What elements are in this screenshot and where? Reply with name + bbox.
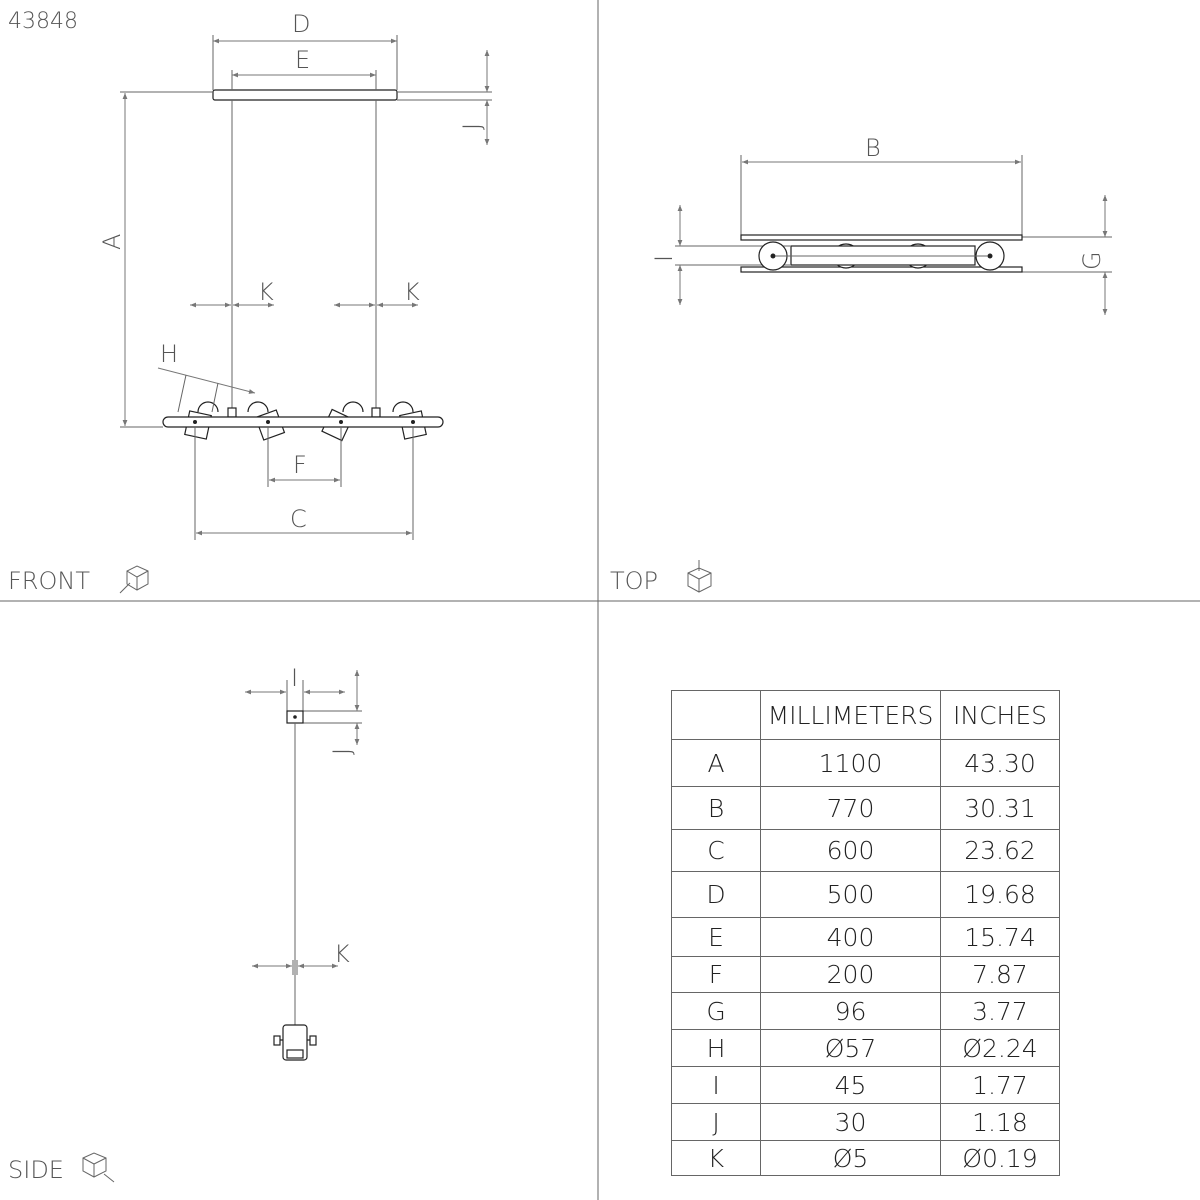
side-view: I J K xyxy=(245,664,362,1061)
dim-label-c: C xyxy=(290,505,307,533)
millimeters-value: 400 xyxy=(760,917,941,957)
millimeters-value: 500 xyxy=(760,871,941,918)
dimension-letter: F xyxy=(671,956,761,993)
dim-label-i-top: I xyxy=(650,255,678,262)
inches-value: 3.77 xyxy=(940,992,1060,1030)
header-millimeters: MILLIMETERS xyxy=(760,690,941,740)
dim-label-e: E xyxy=(295,46,310,74)
dimension-letter: K xyxy=(671,1140,761,1176)
dimension-letter: C xyxy=(671,829,761,872)
dim-label-f: F xyxy=(293,451,307,479)
dimension-letter: G xyxy=(671,992,761,1030)
dimension-letter: H xyxy=(671,1029,761,1067)
millimeters-value: 1100 xyxy=(760,739,941,787)
millimeters-value: 200 xyxy=(760,956,941,993)
header-inches: INCHES xyxy=(940,690,1060,740)
header-cell xyxy=(671,690,761,740)
dimension-letter: B xyxy=(671,786,761,830)
dim-label-h: H xyxy=(160,340,178,368)
dimension-letter: J xyxy=(671,1103,761,1141)
side-view-label: SIDE xyxy=(8,1156,64,1184)
top-view: B I G xyxy=(650,134,1112,315)
inches-value: 7.87 xyxy=(940,956,1060,993)
inches-value: 23.62 xyxy=(940,829,1060,872)
inches-value: 1.18 xyxy=(940,1103,1060,1141)
millimeters-value: Ø5 xyxy=(760,1140,941,1176)
front-view: D E A J K K H F C xyxy=(98,10,492,540)
dim-label-a: A xyxy=(98,234,126,250)
dimension-letter: I xyxy=(671,1066,761,1104)
dim-label-k-right: K xyxy=(404,278,420,306)
inches-value: 19.68 xyxy=(940,871,1060,918)
inches-value: 15.74 xyxy=(940,917,1060,957)
millimeters-value: 96 xyxy=(760,992,941,1030)
dim-label-j-side: J xyxy=(328,748,356,755)
inches-value: 43.30 xyxy=(940,739,1060,787)
dimension-letter: E xyxy=(671,917,761,957)
inches-value: Ø0.19 xyxy=(940,1140,1060,1176)
millimeters-value: Ø57 xyxy=(760,1029,941,1067)
dim-label-i-side: I xyxy=(291,664,298,692)
millimeters-value: 45 xyxy=(760,1066,941,1104)
dimension-letter: A xyxy=(671,739,761,787)
inches-value: Ø2.24 xyxy=(940,1029,1060,1067)
inches-value: 30.31 xyxy=(940,786,1060,830)
inches-value: 1.77 xyxy=(940,1066,1060,1104)
front-view-label: FRONT xyxy=(8,567,90,595)
dim-label-j: J xyxy=(458,123,486,130)
millimeters-value: 30 xyxy=(760,1103,941,1141)
dim-label-b: B xyxy=(865,134,881,162)
product-number: 43848 xyxy=(8,9,78,34)
table-header-row: MILLIMETERS INCHES xyxy=(671,690,1060,740)
millimeters-value: 600 xyxy=(760,829,941,872)
top-view-cube-icon xyxy=(687,560,712,593)
dim-label-g: G xyxy=(1078,251,1106,270)
dim-label-k-left: K xyxy=(258,278,274,306)
dimension-letter: D xyxy=(671,871,761,918)
millimeters-value: 770 xyxy=(760,786,941,830)
side-view-cube-icon xyxy=(82,1152,115,1183)
dim-label-k-side: K xyxy=(334,940,350,968)
dim-label-d: D xyxy=(292,10,310,38)
top-view-label: TOP xyxy=(610,567,658,595)
front-view-cube-icon xyxy=(119,565,149,594)
